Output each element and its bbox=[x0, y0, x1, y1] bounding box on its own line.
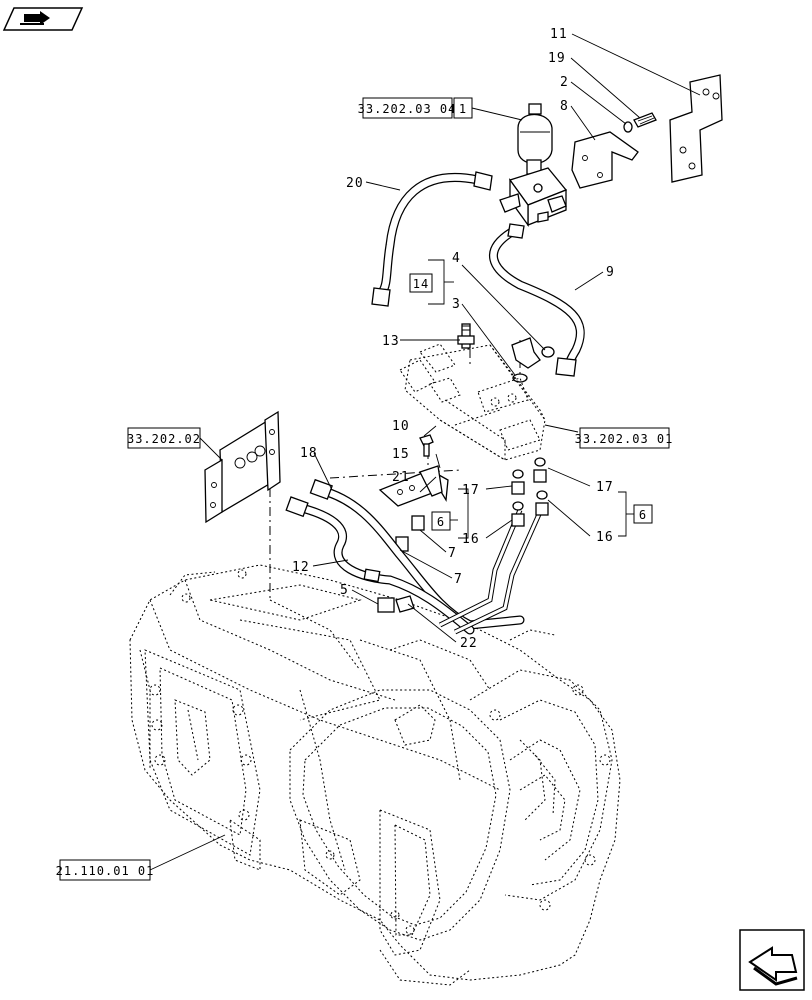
part-8-bracket bbox=[571, 131, 639, 189]
part-19-bolt bbox=[633, 112, 657, 128]
svg-text:6: 6 bbox=[639, 508, 647, 522]
callout-13: 13 bbox=[382, 334, 400, 349]
callout-15: 15 bbox=[392, 447, 410, 462]
part-13-fitting bbox=[457, 323, 475, 349]
callout-12: 12 bbox=[292, 560, 310, 575]
part-11-bracket bbox=[669, 74, 723, 183]
ref-box-middle[interactable]: 33.202.03 01 bbox=[575, 427, 674, 449]
next-page-arrow-icon[interactable] bbox=[739, 929, 805, 991]
svg-text:1: 1 bbox=[459, 102, 467, 116]
callout-10: 10 bbox=[392, 419, 410, 434]
part-5-clamp bbox=[377, 595, 415, 613]
leader-lines bbox=[149, 33, 701, 871]
callout-2: 2 bbox=[560, 75, 569, 90]
svg-text:33.202.03 04: 33.202.03 04 bbox=[358, 102, 457, 116]
callout-20: 20 bbox=[346, 176, 364, 191]
callout-18: 18 bbox=[300, 446, 318, 461]
callout-11: 11 bbox=[550, 27, 568, 42]
ref-box-left[interactable]: 33.202.02 bbox=[127, 427, 201, 449]
fittings-16-17 bbox=[511, 457, 549, 527]
part-15-bracket bbox=[378, 465, 449, 507]
svg-text:33.202.03 01: 33.202.03 01 bbox=[575, 432, 674, 446]
callout-21: 21 bbox=[392, 470, 410, 485]
part-4-elbow bbox=[511, 337, 555, 369]
part-3-oring bbox=[512, 373, 528, 383]
callout-7-b: 7 bbox=[454, 572, 463, 587]
svg-text:6: 6 bbox=[437, 515, 445, 529]
part-12-hose bbox=[285, 496, 475, 635]
part-2-washer bbox=[623, 121, 633, 133]
callout-8: 8 bbox=[560, 99, 569, 114]
group-box-14: 14 bbox=[409, 273, 433, 293]
ref-box-bottom[interactable]: 21.110.01 01 bbox=[56, 859, 155, 881]
callout-3: 3 bbox=[452, 297, 461, 312]
part-20-hose bbox=[371, 171, 493, 307]
svg-text:33.202.02: 33.202.02 bbox=[127, 432, 201, 446]
part-22-tube bbox=[438, 509, 543, 635]
callout-17-right: 17 bbox=[596, 480, 614, 495]
callout-16-right: 16 bbox=[596, 530, 614, 545]
valve-block bbox=[399, 343, 546, 461]
callout-16-left: 16 bbox=[462, 532, 480, 547]
transmission-housing bbox=[129, 564, 621, 986]
part-10-bolt bbox=[419, 434, 434, 457]
callout-22: 22 bbox=[460, 636, 478, 651]
svg-text:21.110.01 01: 21.110.01 01 bbox=[56, 864, 155, 878]
group-box-6-right: 6 bbox=[633, 504, 653, 524]
book-arrow-icon[interactable] bbox=[2, 7, 84, 31]
callout-7-a: 7 bbox=[448, 546, 457, 561]
left-bracket bbox=[204, 410, 281, 524]
callout-17-left: 17 bbox=[462, 483, 480, 498]
callout-4: 4 bbox=[452, 251, 461, 266]
group-box-6-left: 6 bbox=[431, 511, 451, 531]
part-1-accumulator bbox=[499, 103, 568, 228]
part-9-hose bbox=[489, 223, 585, 377]
callout-9: 9 bbox=[606, 265, 615, 280]
callout-19: 19 bbox=[548, 51, 566, 66]
ref-box-top[interactable]: 33.202.03 04 1 bbox=[358, 97, 473, 119]
callout-5: 5 bbox=[340, 583, 349, 598]
part-7-clamp-a bbox=[395, 515, 425, 552]
callout-labels: 11 19 2 8 20 9 4 3 13 10 15 21 18 17 16 … bbox=[292, 27, 615, 651]
svg-text:14: 14 bbox=[413, 277, 429, 291]
